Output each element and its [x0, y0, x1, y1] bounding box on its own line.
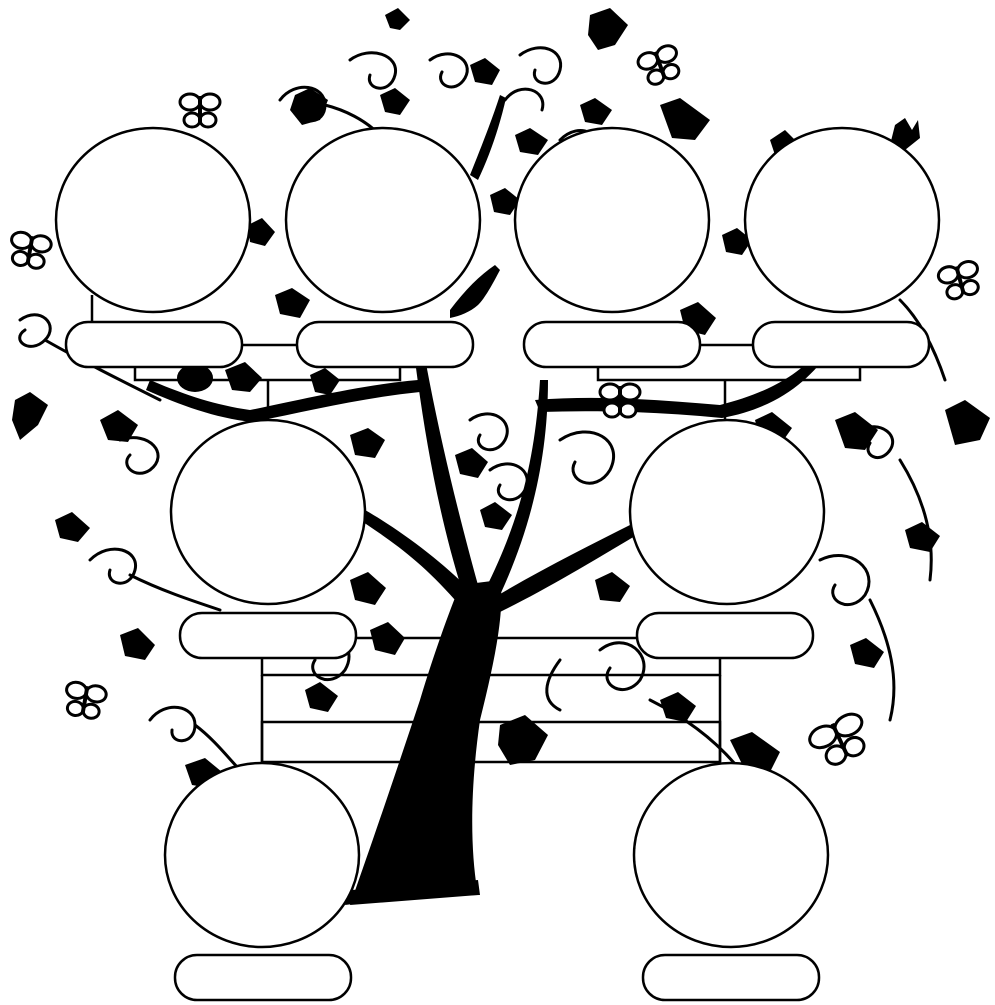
member-slot-parent-2[interactable] [630, 420, 824, 658]
photo-frame[interactable] [165, 763, 359, 947]
name-plate[interactable] [180, 613, 356, 658]
name-plate[interactable] [297, 322, 473, 367]
photo-frame[interactable] [515, 128, 709, 312]
name-plate[interactable] [175, 955, 351, 1000]
member-slot-grandparent-1[interactable] [56, 128, 250, 367]
member-slot-grandparent-2[interactable] [286, 128, 480, 367]
photo-frame[interactable] [171, 420, 365, 604]
member-slot-parent-1[interactable] [171, 420, 365, 658]
member-slot-child-1[interactable] [165, 763, 359, 1000]
name-plate[interactable] [643, 955, 819, 1000]
photo-frame[interactable] [286, 128, 480, 312]
branch-top [470, 95, 506, 180]
member-slot-grandparent-3[interactable] [515, 128, 709, 367]
name-plate[interactable] [66, 322, 242, 367]
photo-frame[interactable] [634, 763, 828, 947]
member-slot-child-2[interactable] [634, 763, 828, 1000]
connector-children [262, 722, 720, 762]
photo-frame[interactable] [56, 128, 250, 312]
name-plate[interactable] [637, 613, 813, 658]
photo-frame[interactable] [745, 128, 939, 312]
branch-upper-right [535, 360, 818, 418]
member-slot-grandparent-4[interactable] [745, 128, 939, 367]
name-plate[interactable] [524, 322, 700, 367]
photo-frame[interactable] [630, 420, 824, 604]
name-plate[interactable] [753, 322, 929, 367]
branch-center-right [485, 380, 548, 595]
tree-trunk [350, 580, 501, 905]
